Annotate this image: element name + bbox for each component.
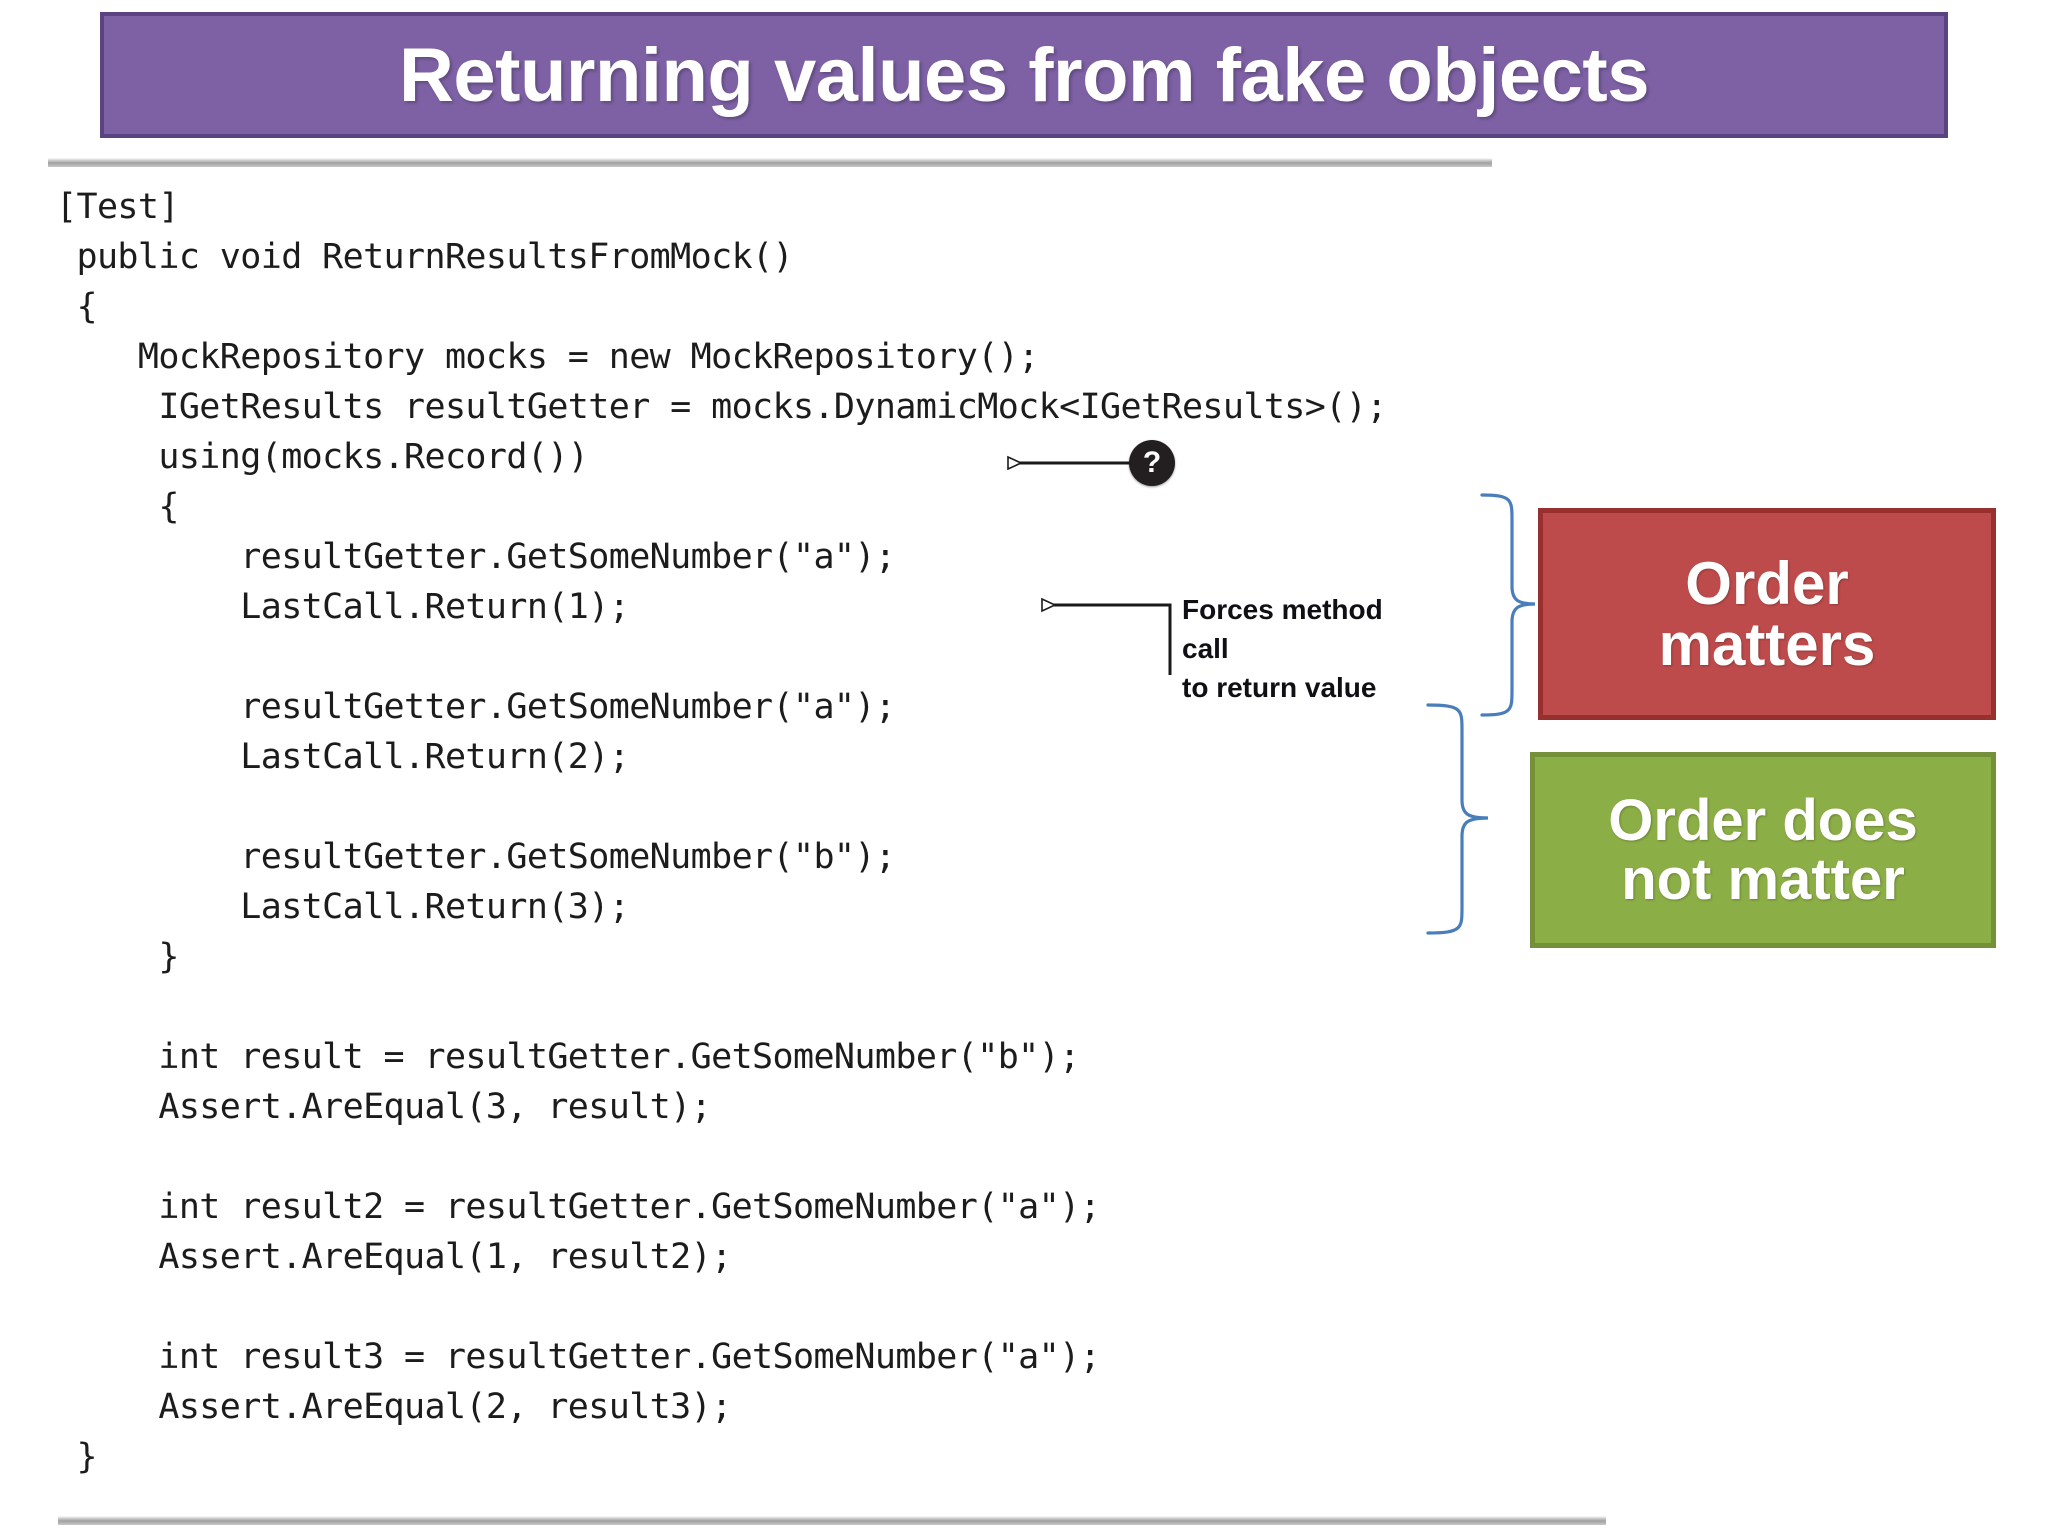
code-line: LastCall.Return(1); [56,587,630,627]
code-line: Assert.AreEqual(1, result2); [56,1237,732,1277]
code-line: public void ReturnResultsFromMock() [56,237,793,277]
code-line: { [56,287,97,327]
code-line: resultGetter.GetSomeNumber("a"); [56,687,896,727]
code-line: Assert.AreEqual(3, result); [56,1087,712,1127]
question-annotation: ? [975,436,1175,494]
forces-annotation: Forces method call to return value [1000,590,1420,703]
code-line: [Test] [56,187,179,227]
code-line: int result = resultGetter.GetSomeNumber(… [56,1037,1080,1077]
callout-order-does-not-matter-text: Order does not matter [1608,791,1917,909]
brace-order-does-not-matter [1426,703,1489,935]
callout-order-does-not-matter: Order does not matter [1530,752,1996,948]
code-line [56,782,1376,832]
code-line: int result2 = resultGetter.GetSomeNumber… [56,1187,1101,1227]
code-line [56,982,1376,1032]
code-line: } [56,1437,97,1477]
forces-note-text: Forces method call to return value [1182,590,1422,707]
forces-note-line2: to return value [1182,672,1377,703]
code-line: LastCall.Return(2); [56,737,630,777]
brace-order-matters [1480,493,1536,717]
code-line: resultGetter.GetSomeNumber("b"); [56,837,896,877]
callout-order-matters: Order matters [1538,508,1996,720]
callout-order-matters-line1: Order [1685,549,1849,617]
code-line: } [56,937,179,977]
code-line: using(mocks.Record()) [56,437,589,477]
code-line: IGetResults resultGetter = mocks.Dynamic… [56,387,1387,427]
code-line [56,1132,1376,1182]
forces-note-line1: Forces method call [1182,594,1383,664]
callout-order-matters-line2: matters [1658,611,1876,678]
code-line: MockRepository mocks = new MockRepositor… [56,337,1039,377]
slide-title-bar: Returning values from fake objects [100,12,1948,138]
callout-order-does-not-matter-line1: Order does [1608,787,1918,853]
callout-order-does-not-matter-line2: not matter [1621,847,1905,912]
divider-bottom [58,1516,1606,1525]
code-line [56,1282,1376,1332]
divider-top [48,158,1492,167]
code-listing: [Test] public void ReturnResultsFromMock… [56,182,1387,1482]
code-line: Assert.AreEqual(2, result3); [56,1387,732,1427]
code-line: int result3 = resultGetter.GetSomeNumber… [56,1337,1101,1377]
code-line: LastCall.Return(3); [56,887,630,927]
question-mark-icon[interactable]: ? [1129,440,1175,486]
callout-order-matters-text: Order matters [1658,549,1876,678]
code-line: { [56,487,179,527]
code-line: resultGetter.GetSomeNumber("a"); [56,537,896,577]
page-title: Returning values from fake objects [399,32,1650,118]
